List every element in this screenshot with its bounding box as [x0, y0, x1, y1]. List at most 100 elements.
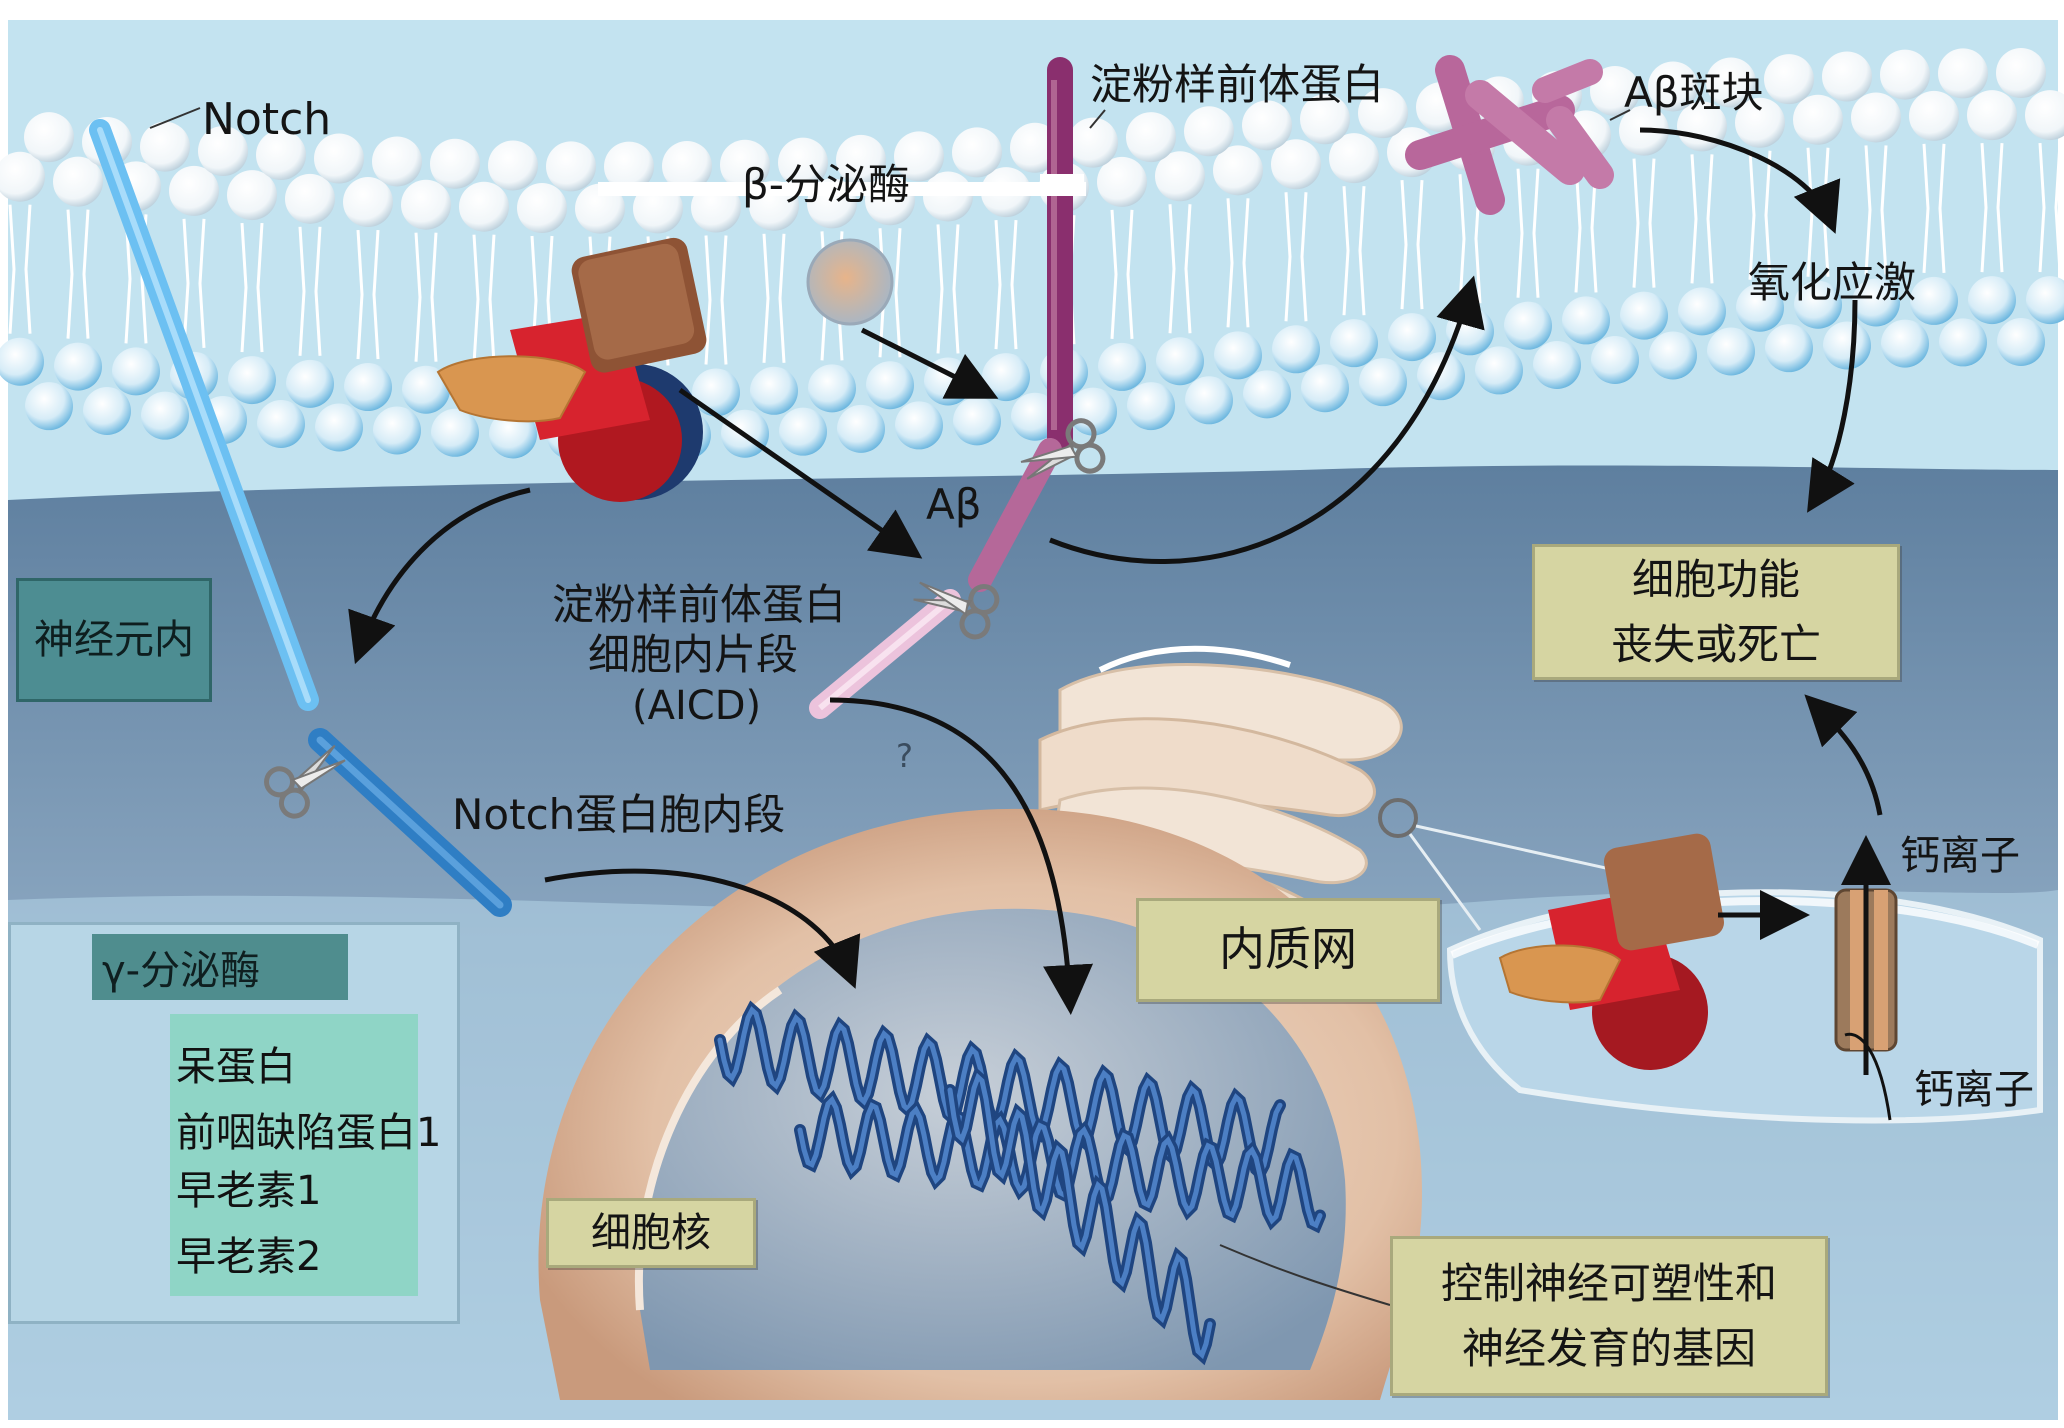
lipid-head — [169, 165, 219, 216]
lipid-head — [1301, 364, 1349, 413]
aicd-label-line1: 淀粉样前体蛋白 — [552, 580, 847, 629]
lipid-head — [1446, 307, 1494, 356]
lipid-tail — [1996, 143, 2004, 273]
lipid-tail — [1110, 209, 1118, 339]
lipid-head — [1127, 382, 1175, 431]
lipid-head — [2025, 90, 2064, 141]
lipid-head — [604, 141, 654, 192]
lipid-head — [952, 127, 1002, 178]
lipid-head — [256, 129, 306, 180]
lipid-head — [1968, 276, 2016, 325]
lipid-tail — [1168, 204, 1176, 334]
dna-helix — [714, 1000, 1326, 1366]
lipid-head — [1707, 327, 1755, 376]
beta-secretase-label: β-分泌酶 — [742, 160, 910, 209]
lipid-head — [662, 141, 712, 192]
lipid-head — [314, 133, 364, 184]
lipid-head — [779, 407, 827, 456]
lipid-head — [1271, 139, 1321, 190]
lipid-head — [489, 410, 537, 459]
lipid-head — [1358, 88, 1408, 139]
lipid-head — [25, 382, 73, 431]
legend-list — [170, 1014, 418, 1296]
er-box: 内质网 — [1136, 898, 1440, 1002]
lipid-head — [923, 171, 973, 222]
lipid-tail — [1242, 198, 1250, 328]
gamma-secretase-complex-er — [1498, 833, 1724, 1070]
legend-item-aph1: 呆蛋白 — [176, 1044, 296, 1090]
lipid-head — [1475, 346, 1523, 395]
lipid-tail — [1864, 145, 1872, 275]
lipid-tail — [198, 218, 206, 348]
lipid-head — [1648, 61, 1698, 112]
cell-loss-line1: 细胞功能 — [1631, 554, 1800, 604]
lipid-head — [140, 121, 190, 172]
lipid-tail — [704, 235, 712, 365]
lipid-tail — [1358, 186, 1366, 316]
lipid-head — [1590, 65, 1640, 116]
abeta-plaque — [1405, 55, 1631, 215]
lipid-head — [227, 170, 277, 221]
lipid-tail — [1938, 143, 1946, 273]
lipid-head — [0, 151, 45, 202]
lipid-head — [83, 387, 131, 436]
lipid-head — [720, 139, 770, 190]
lipid-head — [1852, 278, 1900, 327]
lipid-tail — [1416, 180, 1424, 310]
lipid-tail — [1748, 150, 1756, 280]
lipid-tail — [430, 232, 438, 362]
lipid-head — [1794, 280, 1842, 329]
lipid-head — [1329, 133, 1379, 184]
lipid-tail — [66, 209, 74, 339]
abeta-plaque-label: Aβ斑块 — [1624, 68, 1764, 117]
lipid-tail — [952, 224, 960, 354]
lipid-tail — [1284, 192, 1292, 322]
lipid-head — [1359, 358, 1407, 407]
lipid-tail — [1764, 150, 1772, 280]
cell-loss-box: 细胞功能 丧失或死亡 — [1532, 544, 1900, 680]
lipid-head — [1793, 94, 1843, 145]
lipid-head — [1880, 49, 1930, 100]
lipid-head — [1939, 318, 1987, 367]
lipid-head — [198, 126, 248, 177]
legend-title: γ-分泌酶 — [92, 934, 348, 1000]
lipid-tail — [1632, 158, 1640, 288]
genes-line1: 控制神经可塑性和 — [1440, 1258, 1777, 1308]
lipid-head — [141, 391, 189, 440]
lipid-tail — [1690, 154, 1698, 284]
lipid-tail — [182, 218, 190, 348]
app-label: 淀粉样前体蛋白 — [1090, 60, 1385, 109]
lipid-head — [1967, 90, 2017, 141]
lipid-tail — [778, 233, 786, 363]
lipid-tail — [314, 226, 322, 356]
lipid-head — [1736, 283, 1784, 332]
lipid-head — [24, 112, 74, 163]
lipid-head — [1155, 151, 1205, 202]
lipid-head — [1822, 51, 1872, 102]
lipid-head — [1764, 54, 1814, 105]
lipid-head — [0, 337, 44, 386]
nucleus-box: 细胞核 — [546, 1198, 756, 1268]
lipid-head — [1330, 319, 1378, 368]
lipid-head — [53, 156, 103, 207]
lipid-tail — [1980, 143, 1988, 273]
legend-item-pen1: 前咽缺陷蛋白1 — [176, 1110, 442, 1156]
lipid-tail — [894, 228, 902, 358]
lipid-head — [1388, 313, 1436, 362]
lipid-head — [228, 356, 276, 405]
lipid-tail — [1532, 168, 1540, 298]
lipid-tail — [8, 204, 16, 334]
lipid-tail — [2038, 142, 2046, 273]
lipid-head — [1823, 321, 1871, 370]
lipid-tail — [1880, 145, 1888, 275]
lipid-tail — [298, 226, 306, 356]
lipid-tail — [24, 204, 32, 334]
lipid-head — [517, 183, 567, 234]
lipid-head — [808, 364, 856, 413]
lipid-head — [401, 179, 451, 230]
lipid-head — [1533, 340, 1581, 389]
lipid-tail — [82, 209, 90, 339]
lipid-head — [1069, 387, 1117, 436]
lipid-head — [1184, 106, 1234, 157]
